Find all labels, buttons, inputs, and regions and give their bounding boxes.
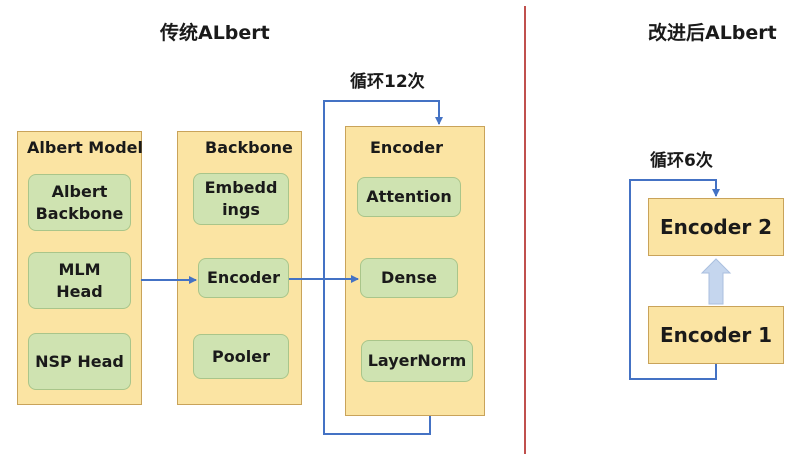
albert-backbone-box: Albert Backbone bbox=[28, 174, 131, 231]
nsp-head-box: NSP Head bbox=[28, 333, 131, 390]
encoder-2-box: Encoder 2 bbox=[648, 198, 784, 256]
pooler-box: Pooler bbox=[193, 334, 289, 379]
albert-model-label: Albert Model bbox=[27, 138, 143, 157]
mlm-head-box: MLM Head bbox=[28, 252, 131, 309]
dense-box: Dense bbox=[360, 258, 458, 298]
attention-box: Attention bbox=[357, 177, 461, 217]
loop-12-arrow bbox=[323, 100, 443, 435]
encoder-1-box: Encoder 1 bbox=[648, 306, 784, 364]
loop-12-label: 循环12次 bbox=[350, 72, 425, 92]
encoder-label: Encoder bbox=[370, 138, 443, 157]
layernorm-box: LayerNorm bbox=[361, 340, 473, 382]
embeddings-box: Embedd ings bbox=[193, 173, 289, 225]
backbone-label: Backbone bbox=[205, 138, 293, 157]
improved-albert-title: 改进后ALbert bbox=[648, 22, 777, 44]
traditional-albert-title: 传统ALbert bbox=[160, 22, 270, 44]
loop-6-arrow bbox=[629, 179, 720, 380]
section-divider bbox=[524, 6, 526, 454]
encoder1-to-encoder2-arrow bbox=[700, 258, 732, 305]
encoder-module-box: Encoder bbox=[198, 258, 289, 298]
loop-6-label: 循环6次 bbox=[650, 151, 713, 171]
